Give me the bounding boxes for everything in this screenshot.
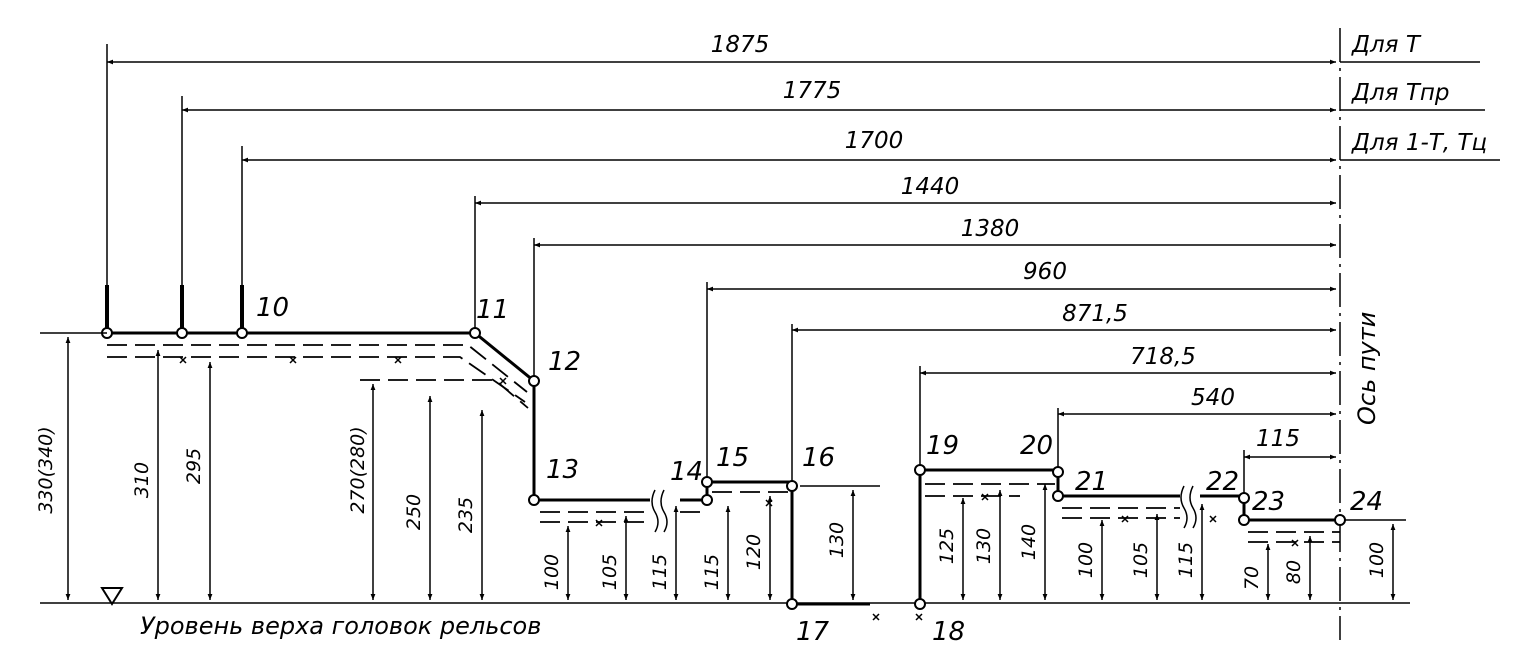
- node-circles: [101, 327, 1346, 610]
- height-label-330: 330(340): [35, 426, 57, 513]
- point-label-18: 18: [932, 617, 965, 647]
- break-marks: [651, 485, 1197, 533]
- dim-label-115: 115: [1256, 426, 1300, 452]
- height-label-270: 270(280): [347, 426, 369, 513]
- rail-level-label: Уровень верха головок рельсов: [140, 612, 541, 640]
- height-label-130-a: 130: [826, 522, 848, 558]
- clearance-outline-4: [1200, 494, 1340, 522]
- point-label-22: 22: [1206, 467, 1239, 497]
- dim-label-871: 871,5: [1062, 301, 1128, 327]
- dashed-outlines: [107, 344, 1340, 543]
- height-label-235: 235: [455, 497, 477, 533]
- height-label-140: 140: [1018, 524, 1040, 560]
- point-label-15: 15: [716, 443, 749, 473]
- point-label-23: 23: [1252, 487, 1285, 517]
- point-label-11: 11: [476, 295, 509, 325]
- point-label-20: 20: [1020, 431, 1053, 461]
- column-label-t: Для Т: [1351, 32, 1422, 58]
- point-label-21: 21: [1075, 467, 1108, 497]
- point-label-13: 13: [546, 455, 579, 485]
- height-label-310: 310: [131, 462, 153, 498]
- dim-label-1380: 1380: [961, 216, 1020, 242]
- height-label-250: 250: [403, 494, 425, 530]
- height-label-105-b: 105: [1130, 542, 1152, 578]
- point-label-14: 14: [670, 457, 703, 487]
- height-label-100-c: 100: [1366, 542, 1388, 578]
- height-label-105-a: 105: [599, 554, 621, 590]
- x-marks: [179, 356, 1299, 621]
- height-label-120: 120: [743, 534, 765, 570]
- dim-label-1700: 1700: [845, 128, 904, 154]
- column-label-1t: Для 1-Т, Тц: [1351, 130, 1487, 156]
- height-label-115-c: 115: [1175, 542, 1197, 578]
- dim-label-1440: 1440: [901, 174, 960, 200]
- point-label-10: 10: [256, 293, 289, 323]
- dimension-lines: [107, 59, 1336, 460]
- column-header-lines: [1340, 61, 1500, 161]
- height-label-70: 70: [1241, 566, 1263, 590]
- point-label-16: 16: [802, 443, 835, 473]
- height-lines: [40, 332, 1406, 600]
- height-label-100-a: 100: [541, 554, 563, 590]
- dim-label-960: 960: [1023, 259, 1067, 285]
- point-label-17: 17: [796, 617, 830, 647]
- point-label-19: 19: [926, 431, 959, 461]
- dim-label-540: 540: [1191, 385, 1235, 411]
- height-label-115-b: 115: [701, 554, 723, 590]
- height-label-130-b: 130: [973, 528, 995, 564]
- clearance-outline-3: [918, 468, 1180, 604]
- height-label-115-a: 115: [649, 554, 671, 590]
- point-label-24: 24: [1350, 487, 1383, 517]
- extension-lines: [106, 44, 1245, 498]
- height-label-100-b: 100: [1075, 542, 1097, 578]
- height-label-80: 80: [1283, 560, 1305, 584]
- height-label-125: 125: [936, 528, 958, 564]
- track-axis-label: Ось пути: [1353, 312, 1381, 425]
- stubs: [105, 285, 244, 333]
- column-label-tpr: Для Тпр: [1351, 80, 1450, 106]
- height-label-295: 295: [183, 448, 205, 484]
- dim-label-1875: 1875: [711, 32, 770, 58]
- dim-label-1775: 1775: [783, 78, 842, 104]
- level-mark-icon: [100, 587, 124, 606]
- point-label-12: 12: [548, 347, 581, 377]
- dim-label-718: 718,5: [1130, 344, 1196, 370]
